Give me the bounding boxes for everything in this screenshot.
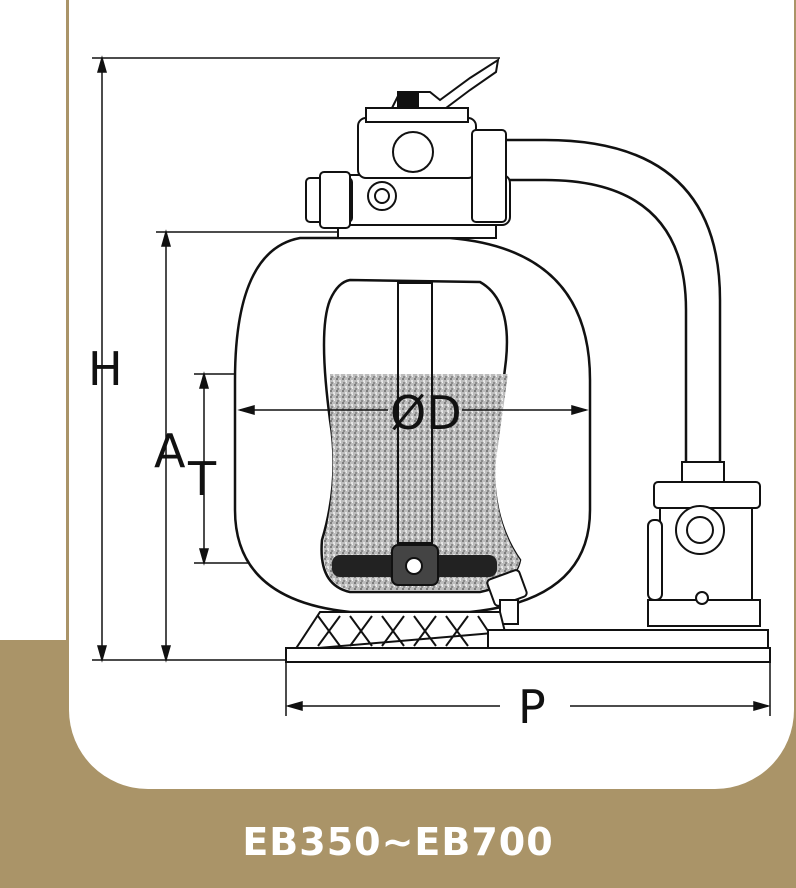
drain-valve	[486, 569, 528, 625]
diameter-dimension-line	[237, 405, 589, 415]
model-range-title: EB350~EB700	[242, 820, 554, 864]
return-pipe	[505, 138, 722, 465]
pump	[647, 461, 761, 627]
height-label: H	[88, 342, 123, 396]
sand-level-label: T	[188, 452, 217, 506]
tank-stand	[293, 611, 507, 652]
length-dimension-line	[285, 662, 771, 716]
tank-height-label: A	[154, 424, 186, 478]
height-dimension-line	[92, 55, 500, 663]
tank-height-dimension-line	[156, 229, 340, 663]
length-label: P	[518, 680, 546, 734]
base-plate	[285, 629, 771, 663]
multiport-valve	[305, 57, 511, 239]
diameter-label: ØD	[390, 386, 462, 440]
